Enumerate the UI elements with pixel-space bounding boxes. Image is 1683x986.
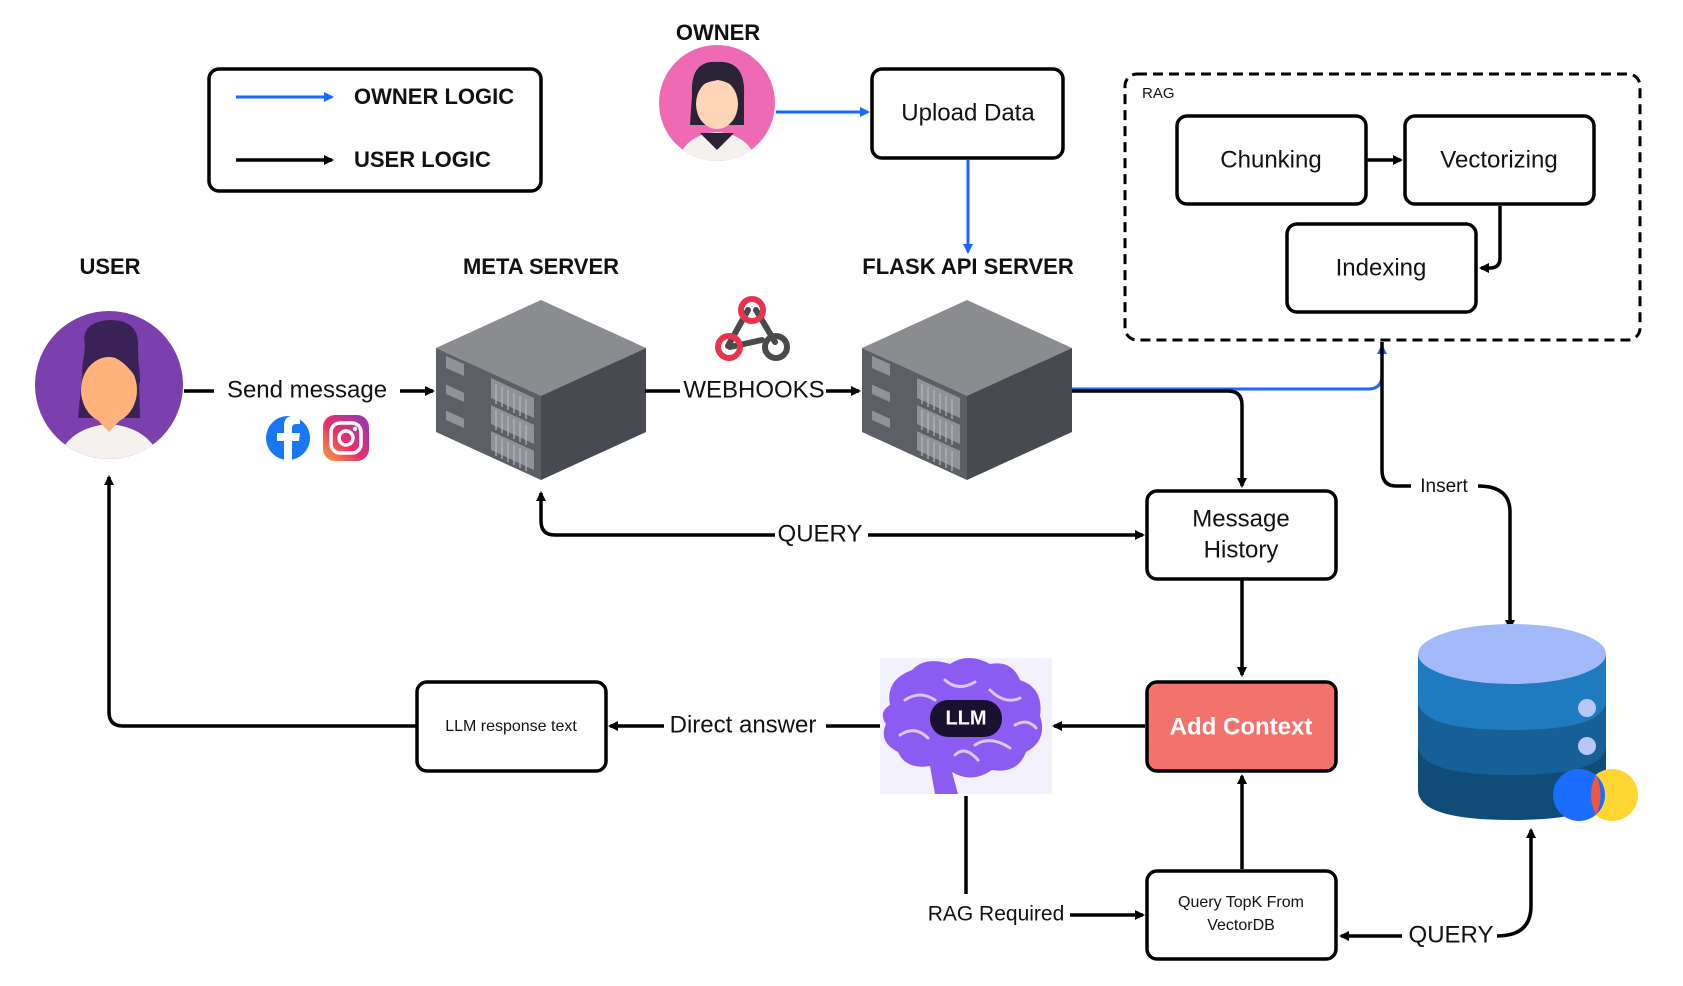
- add-context-label: Add Context: [1170, 713, 1313, 740]
- llm-response-label: LLM response text: [445, 718, 577, 735]
- user-label: USER: [79, 254, 140, 279]
- flask-server-icon: [861, 299, 1073, 481]
- insert-label: Insert: [1420, 476, 1468, 497]
- vectorizing-node: Vectorizing: [1403, 114, 1596, 206]
- message-history-node: Message History: [1145, 489, 1338, 581]
- vectorizing-label: Vectorizing: [1440, 146, 1557, 173]
- query-to-meta-arrow: [536, 491, 775, 537]
- flask-server-label: FLASK API SERVER: [862, 254, 1074, 279]
- indexing-node: Indexing: [1285, 222, 1478, 314]
- indexing-label: Indexing: [1336, 254, 1427, 281]
- rag-to-insert-line: [1380, 342, 1411, 488]
- query-topk-label-line2: VectorDB: [1207, 917, 1275, 934]
- upload-data-label: Upload Data: [901, 99, 1035, 126]
- flask-to-history-arrow: [1072, 389, 1247, 488]
- database-icon: [1418, 624, 1638, 821]
- query-topk-node: Query TopK From VectorDB: [1145, 869, 1338, 961]
- legend: OWNER LOGIC USER LOGIC: [207, 67, 543, 193]
- query-to-db-arrow: [1496, 828, 1536, 938]
- rag-group: RAG Chunking Vectorizing Indexing: [1123, 72, 1642, 342]
- chunking-label: Chunking: [1220, 146, 1321, 173]
- send-message-label: Send message: [227, 376, 387, 403]
- webhook-icon: [715, 296, 790, 361]
- llm-label: LLM: [945, 707, 986, 729]
- chunking-node: Chunking: [1175, 114, 1368, 206]
- rag-group-label: RAG: [1142, 85, 1175, 102]
- direct-answer-label: Direct answer: [670, 711, 817, 738]
- query-topk-label-line1: Query TopK From: [1178, 894, 1304, 911]
- vectorizing-to-indexing-arrow: [1479, 206, 1502, 273]
- owner-label: OWNER: [676, 20, 760, 45]
- query-meta-label: QUERY: [778, 520, 863, 547]
- webhooks-label: WEBHOOKS: [683, 376, 824, 403]
- add-context-node: Add Context: [1145, 680, 1338, 773]
- llm-response-node: LLM response text: [415, 680, 608, 773]
- meta-server-label: META SERVER: [463, 254, 619, 279]
- response-to-user-arrow: [104, 475, 417, 728]
- owner-avatar-icon: [659, 45, 775, 161]
- query-vectordb-label: QUERY: [1409, 921, 1494, 948]
- message-history-label-line1: Message: [1192, 505, 1289, 532]
- rag-required-label: RAG Required: [928, 903, 1065, 926]
- upload-data-node: Upload Data: [870, 67, 1065, 160]
- message-history-label-line2: History: [1204, 536, 1279, 563]
- meta-server-icon: [435, 299, 647, 481]
- facebook-icon: [266, 416, 310, 461]
- legend-user-logic-label: USER LOGIC: [354, 147, 491, 172]
- insert-to-db-arrow: [1477, 484, 1515, 630]
- flask-to-rag-arrow: [1072, 344, 1387, 391]
- brain-icon: LLM: [880, 658, 1052, 794]
- instagram-icon: [323, 415, 369, 461]
- legend-owner-logic-label: OWNER LOGIC: [354, 84, 514, 109]
- user-avatar-icon: [35, 311, 183, 459]
